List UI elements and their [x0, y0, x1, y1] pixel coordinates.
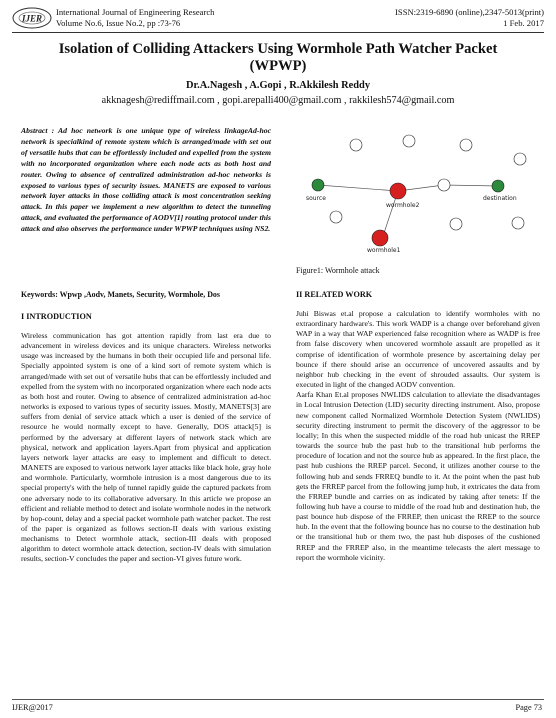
issue-date: 1 Feb. 2017: [503, 17, 544, 28]
page-number: Page 73: [515, 703, 543, 712]
network-node: [402, 134, 416, 148]
paper-authors: Dr.A.Nagesh , A.Gopi , R.Akkilesh Reddy: [185, 80, 371, 91]
related-work-body: Juhi Biswas et.al propose a calculation …: [296, 309, 540, 563]
destination-label: destination: [483, 195, 517, 202]
journal-issn: ISSN:2319-6890 (online),2347-5013(print): [395, 7, 544, 17]
wormhole1-label: wormhole1: [367, 247, 401, 254]
abstract: Abstract : Ad hoc network is one unique …: [21, 126, 271, 235]
header-divider: [12, 32, 544, 33]
logo-text: IJER: [21, 14, 42, 24]
related-work-paragraph-1: Juhi Biswas et.al propose a calculation …: [296, 309, 540, 390]
introduction-body: Wireless communication has got attention…: [21, 331, 271, 565]
wormhole1-node: [371, 229, 389, 247]
introduction-text: Wireless communication has got attention…: [21, 331, 271, 564]
source-label: source: [306, 195, 326, 202]
keywords: Keywords: Wpwp ,Aodv, Manets, Security, …: [21, 290, 220, 299]
wormhole2-node: [389, 182, 407, 200]
title-line-2: (WPWP): [249, 58, 307, 74]
figure-caption: Figure1: Wormhole attack: [296, 266, 380, 275]
wormhole2-label: wormhole2: [386, 202, 420, 209]
network-node: [511, 216, 525, 230]
network-node: [329, 210, 343, 224]
network-node: [449, 217, 463, 231]
title-line-1: Isolation of Colliding Attackers Using W…: [58, 41, 498, 57]
link-source-wormhole2: [317, 184, 399, 192]
network-node: [437, 178, 451, 192]
network-node: [513, 152, 527, 166]
section-heading-related-work: II RELATED WORK: [296, 290, 373, 299]
section-heading-introduction: I INTRODUCTION: [21, 312, 92, 321]
related-work-paragraph-2: Aarfa Khan Et.al proposes NWLIDS calcula…: [296, 390, 540, 562]
abstract-text: Abstract : Ad hoc network is one unique …: [21, 126, 271, 234]
source-node: [311, 178, 325, 192]
footer-divider: [12, 699, 544, 700]
author-emails: akknagesh@rediffmail.com , gopi.arepalli…: [101, 95, 455, 106]
network-node: [349, 138, 363, 152]
journal-volume: Volume No.6, Issue No.2, pp :73-76: [56, 17, 181, 28]
journal-logo: IJER: [12, 7, 52, 29]
footer-copyright: IJER@2017: [12, 703, 53, 712]
page-header: IJER International Journal of Engineerin…: [12, 6, 544, 32]
link-mid-destination: [443, 184, 499, 187]
wormhole-attack-figure: source wormhole2 destination wormhole1: [306, 134, 527, 254]
paper-title: Isolation of Colliding Attackers Using W…: [20, 41, 536, 75]
network-node: [459, 138, 473, 152]
destination-node: [491, 179, 505, 193]
journal-name: International Journal of Engineering Res…: [56, 7, 215, 17]
